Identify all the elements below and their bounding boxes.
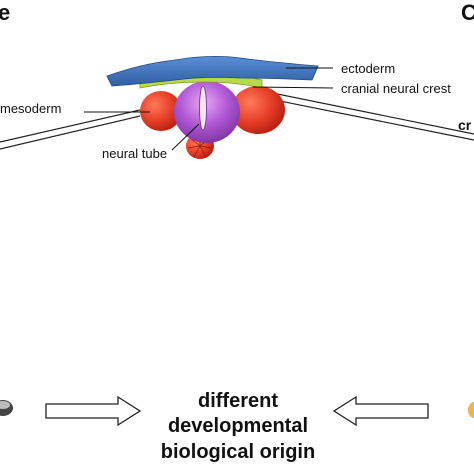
ectoderm-label: ectoderm bbox=[341, 61, 395, 76]
neural-tube-leader bbox=[171, 123, 200, 151]
conclusion-line-2: developmental bbox=[168, 415, 308, 437]
mesoderm-right-blob bbox=[231, 86, 285, 134]
cranial-neural-crest-label: cranial neural crest bbox=[341, 81, 451, 96]
conclusion-line-1: different bbox=[198, 390, 278, 412]
neural-tube-shape bbox=[174, 81, 240, 143]
left-edge-icon bbox=[0, 400, 13, 416]
neural-crest-leader bbox=[252, 86, 334, 89]
cropped-label-cr: cr bbox=[458, 117, 472, 133]
left-projection-line-b bbox=[0, 115, 141, 150]
right-projection-line-b bbox=[249, 94, 474, 141]
right-arrow-left-icon bbox=[332, 395, 429, 427]
right-projection-line-a bbox=[247, 87, 474, 135]
neural-tube-label: neural tube bbox=[102, 146, 167, 161]
left-arrow-right-icon bbox=[45, 395, 142, 427]
panel-label-left: e bbox=[0, 0, 10, 25]
conclusion-line-3: biological origin bbox=[161, 441, 315, 463]
neural-tube-lumen bbox=[199, 85, 207, 131]
panel-label-right: C bbox=[461, 0, 474, 25]
left-projection-line-a bbox=[0, 109, 141, 143]
mesoderm-left-blob bbox=[140, 91, 182, 131]
mesoderm-label: mesoderm bbox=[0, 101, 61, 116]
right-edge-icon bbox=[468, 402, 474, 418]
